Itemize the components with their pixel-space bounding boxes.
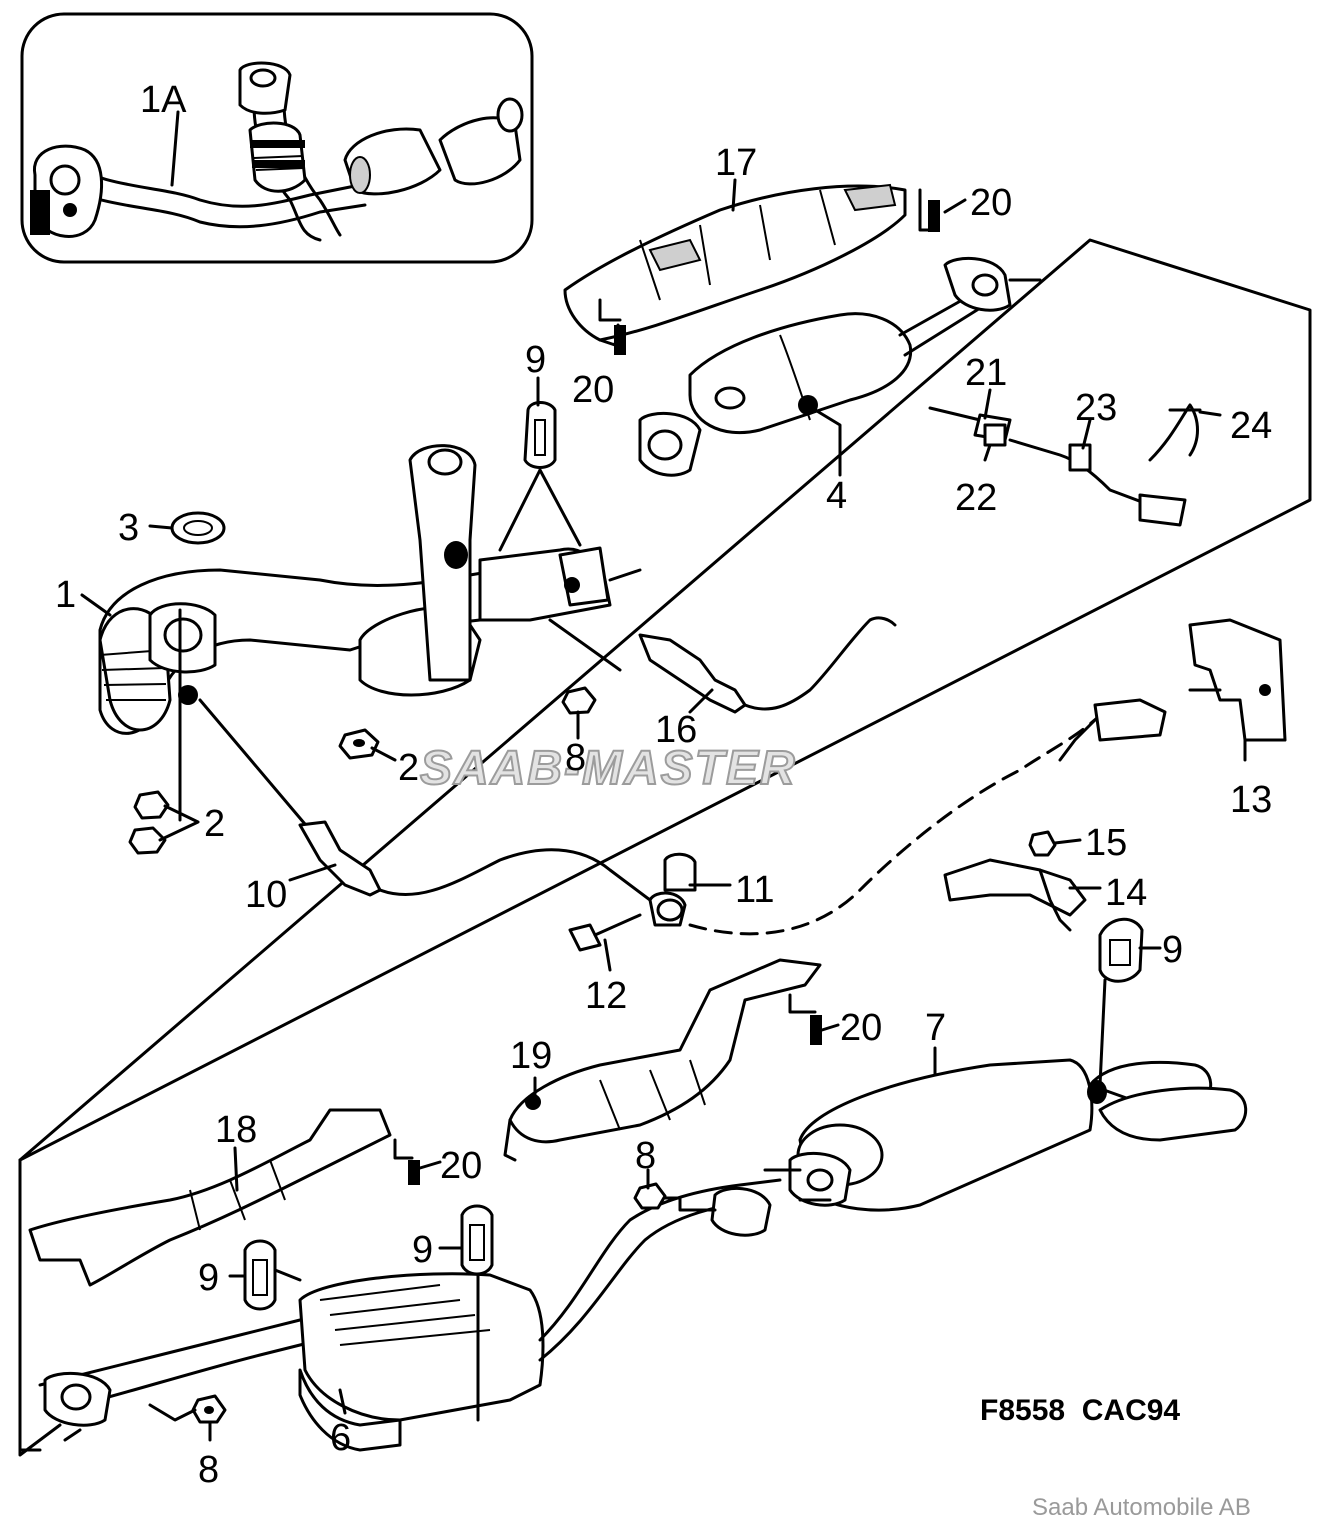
callout-21: 21 xyxy=(965,352,1007,394)
front-pipe-1 xyxy=(98,444,642,822)
callout-18: 18 xyxy=(215,1109,257,1151)
bolt-20-lower xyxy=(393,1138,420,1185)
callout-17: 17 xyxy=(715,142,757,184)
heat-shield-19 xyxy=(503,958,822,1162)
middle-silencer-6 xyxy=(38,1178,782,1452)
callout-24: 24 xyxy=(1230,405,1272,447)
lambda-sensor-21 xyxy=(928,403,1202,527)
connector-plug xyxy=(1058,698,1167,762)
callout-4: 4 xyxy=(826,475,847,517)
rubber-hanger-9-lower-left xyxy=(243,1239,277,1311)
callout-11: 11 xyxy=(735,869,774,911)
gasket-3 xyxy=(170,511,226,545)
catalytic-converter-4 xyxy=(638,256,1042,477)
callout-23: 23 xyxy=(1075,387,1117,429)
callout-13: 13 xyxy=(1230,779,1272,821)
nut-2-lower-a xyxy=(133,790,170,820)
nut-15 xyxy=(1028,830,1057,857)
nut-8-bottom xyxy=(191,1394,227,1424)
inset-variant-1a xyxy=(20,12,534,264)
callout-1a: 1A xyxy=(140,79,187,121)
callout-labels: 1A 1 2 2 3 4 6 7 8 8 8 9 9 9 9 10 11 12 … xyxy=(55,79,1272,1491)
callout-14: 14 xyxy=(1105,872,1147,914)
callout-1: 1 xyxy=(55,574,76,616)
callout-12: 12 xyxy=(585,975,627,1017)
callout-20-left: 20 xyxy=(572,369,614,411)
callout-9-lower-right: 9 xyxy=(412,1229,433,1271)
callout-9-upper: 9 xyxy=(525,339,546,381)
rubber-hanger-9-lower-right xyxy=(460,1204,494,1276)
callout-15: 15 xyxy=(1085,822,1127,864)
watermark: SAAB-MASTER xyxy=(420,742,797,795)
bolt-20-upper xyxy=(918,188,940,232)
bolt-20-middle xyxy=(788,993,822,1045)
callout-3: 3 xyxy=(118,507,139,549)
nut-2-lower-b xyxy=(128,826,167,855)
callout-6: 6 xyxy=(330,1417,351,1459)
callout-8-bottom: 8 xyxy=(198,1449,219,1491)
copyright-notice: Saab Automobile AB xyxy=(1032,1494,1251,1521)
rear-muffler-7 xyxy=(763,1058,1248,1212)
callout-19: 19 xyxy=(510,1035,552,1077)
heat-shield-17 xyxy=(563,183,907,342)
bracket-13 xyxy=(1188,618,1287,742)
bracket-14 xyxy=(943,858,1087,932)
callout-16: 16 xyxy=(655,709,697,751)
callout-7: 7 xyxy=(925,1007,946,1049)
lambda-sensor-16 xyxy=(638,616,897,714)
callout-8-middle: 8 xyxy=(565,737,586,779)
diagram-code: F8558 CAC94 xyxy=(980,1394,1180,1427)
rubber-hanger-9-right xyxy=(1098,917,1144,983)
bolt-12 xyxy=(568,913,642,952)
callout-2-upper: 2 xyxy=(398,747,419,789)
bracket-11 xyxy=(648,852,697,927)
sensor-cable-dashed xyxy=(688,713,1102,936)
frame-left-edge xyxy=(18,1158,62,1457)
callout-9-lower-left: 9 xyxy=(198,1257,219,1299)
callout-20-upper: 20 xyxy=(970,182,1012,224)
callout-10: 10 xyxy=(245,874,287,916)
callout-2-lower: 2 xyxy=(204,803,225,845)
nut-8-lower-right xyxy=(633,1182,667,1210)
nut-8-middle xyxy=(561,686,597,715)
lambda-sensor-10 xyxy=(198,698,652,902)
callout-9-right: 9 xyxy=(1162,929,1183,971)
rubber-hanger-9-upper xyxy=(523,401,557,469)
heat-shield-18 xyxy=(28,1108,392,1287)
leader-lines xyxy=(80,110,1247,1442)
callout-8-right: 8 xyxy=(635,1135,656,1177)
nut-2-upper xyxy=(338,728,380,760)
callout-20-middle: 20 xyxy=(840,1007,882,1049)
callout-22: 22 xyxy=(955,477,997,519)
callout-20-lower: 20 xyxy=(440,1145,482,1187)
